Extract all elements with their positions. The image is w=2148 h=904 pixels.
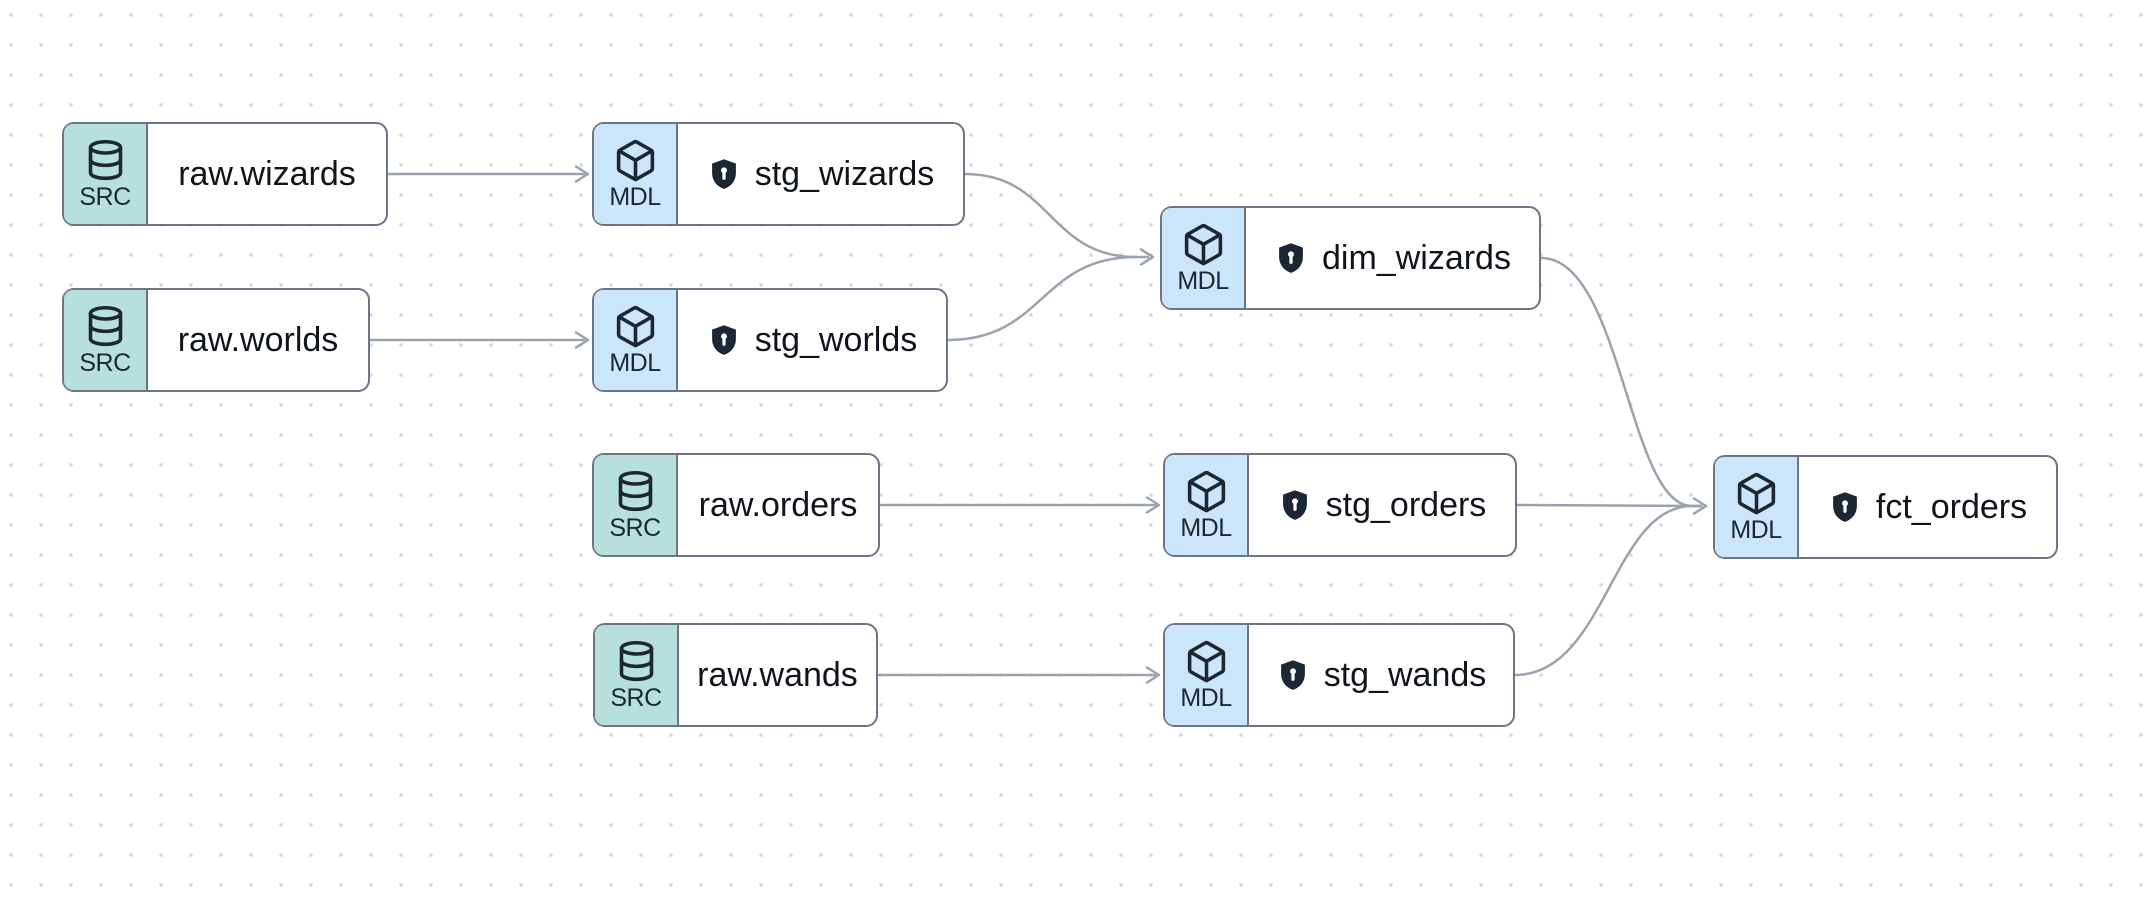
edge-arrowhead-icon (1139, 248, 1155, 266)
node-type-label: SRC (79, 182, 131, 211)
edge-stg-orders-to-fct-orders[interactable] (1516, 503, 1703, 508)
node-label: stg_worlds (754, 320, 918, 359)
contract-shield-icon (1274, 240, 1308, 276)
edge-stg-worlds-to-dim-wizards[interactable] (947, 255, 1137, 342)
node-label-area: stg_orders (1249, 455, 1515, 555)
node-label-area: dim_wizards (1246, 208, 1539, 308)
node-label: raw.wands (697, 655, 858, 694)
node-type-badge: MDL (1715, 457, 1799, 557)
node-type-label: SRC (79, 348, 131, 377)
node-label-area: raw.orders (678, 455, 878, 555)
contract-shield-icon (707, 156, 741, 192)
cube-icon (1184, 469, 1229, 514)
node-type-label: MDL (1180, 683, 1232, 712)
node-label: fct_orders (1875, 487, 2028, 526)
node-type-badge: MDL (594, 290, 678, 390)
node-label: stg_wizards (754, 154, 935, 193)
node-type-label: SRC (610, 683, 662, 712)
node-type-badge: MDL (1165, 455, 1249, 555)
database-icon (83, 304, 128, 349)
lineage-node-dim-wizards[interactable]: MDL dim_wizards (1160, 206, 1541, 310)
lineage-node-stg-wands[interactable]: MDL stg_wands (1163, 623, 1515, 727)
node-type-badge: MDL (1165, 625, 1249, 725)
edge-arrowhead-icon (1692, 497, 1708, 515)
database-icon (83, 138, 128, 183)
node-type-label: MDL (609, 348, 661, 377)
database-icon (614, 639, 659, 684)
node-label-area: fct_orders (1799, 457, 2056, 557)
node-label: raw.orders (698, 485, 858, 524)
lineage-node-stg-worlds[interactable]: MDL stg_worlds (592, 288, 948, 392)
edge-arrowhead-icon (1145, 496, 1161, 514)
node-label-area: stg_worlds (678, 290, 946, 390)
node-type-badge: SRC (595, 625, 679, 725)
cube-icon (613, 304, 658, 349)
node-type-label: MDL (1730, 515, 1782, 544)
contract-shield-icon (1278, 487, 1312, 523)
node-type-badge: SRC (594, 455, 678, 555)
node-type-label: SRC (609, 513, 661, 542)
node-type-badge: SRC (64, 124, 148, 224)
node-label-area: raw.worlds (148, 290, 368, 390)
node-type-badge: SRC (64, 290, 148, 390)
edge-arrowhead-icon (1145, 666, 1161, 684)
lineage-node-raw-wizards[interactable]: SRC raw.wizards (62, 122, 388, 226)
node-type-label: MDL (1177, 266, 1229, 295)
lineage-node-raw-wands[interactable]: SRC raw.wands (593, 623, 878, 727)
node-label-area: raw.wands (679, 625, 876, 725)
node-type-label: MDL (609, 182, 661, 211)
edge-stg-wands-to-fct-orders[interactable] (1514, 504, 1693, 677)
edge-arrowhead-icon (574, 331, 590, 349)
cube-icon (1181, 222, 1226, 267)
node-label: raw.wizards (178, 154, 356, 193)
cube-icon (1734, 471, 1779, 516)
edge-dim-wizards-to-fct-orders[interactable] (1540, 256, 1702, 508)
node-label: raw.worlds (177, 320, 339, 359)
lineage-node-stg-orders[interactable]: MDL stg_orders (1163, 453, 1517, 557)
node-label: dim_wizards (1322, 238, 1511, 277)
contract-shield-icon (1276, 657, 1310, 693)
contract-shield-icon (707, 322, 741, 358)
lineage-node-raw-orders[interactable]: SRC raw.orders (592, 453, 880, 557)
cube-icon (613, 138, 658, 183)
node-type-badge: MDL (594, 124, 678, 224)
lineage-node-fct-orders[interactable]: MDL fct_orders (1713, 455, 2058, 559)
edge-arrowhead-icon (574, 165, 590, 183)
node-label-area: stg_wizards (678, 124, 963, 224)
node-label: stg_orders (1325, 485, 1487, 524)
node-type-badge: MDL (1162, 208, 1246, 308)
edge-stg-wizards-to-dim-wizards[interactable] (964, 172, 1149, 259)
lineage-node-raw-worlds[interactable]: SRC raw.worlds (62, 288, 370, 392)
contract-shield-icon (1828, 489, 1862, 525)
node-type-label: MDL (1180, 513, 1232, 542)
lineage-node-stg-wizards[interactable]: MDL stg_wizards (592, 122, 965, 226)
cube-icon (1184, 639, 1229, 684)
node-label-area: raw.wizards (148, 124, 386, 224)
node-label-area: stg_wands (1249, 625, 1513, 725)
node-label: stg_wands (1323, 655, 1487, 694)
database-icon (613, 469, 658, 514)
